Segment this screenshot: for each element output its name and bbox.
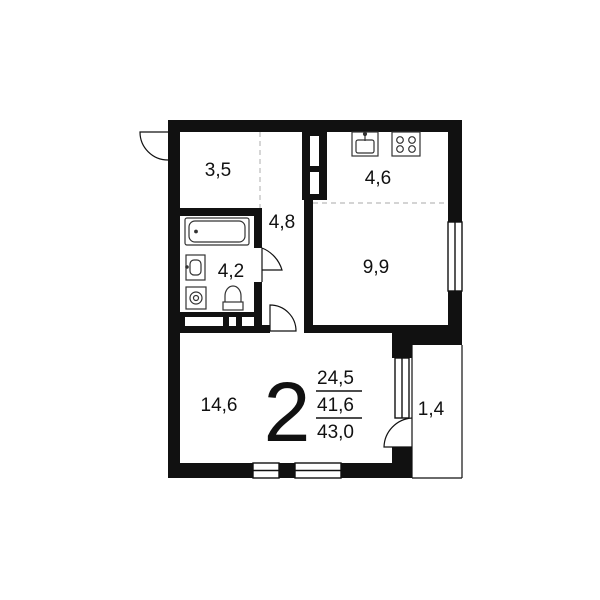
hall-area-label: 3,5 — [205, 160, 231, 181]
bath-right-wall-lower — [254, 282, 262, 332]
entrance-door — [139, 131, 169, 161]
total-area: 41,6 — [317, 395, 354, 416]
bath-right-wall-upper — [254, 208, 262, 248]
sink-icon — [351, 131, 379, 157]
toilet-icon — [222, 285, 244, 311]
fixtures — [184, 131, 421, 311]
living-area-label: 14,6 — [201, 395, 238, 416]
bottom-wall-mid — [279, 463, 295, 478]
balcony-divider — [392, 333, 412, 358]
bath-bottom-cut-3 — [242, 317, 254, 326]
zone-dividers — [259, 132, 448, 208]
balcony-door — [383, 417, 413, 448]
balcony-divider-low — [392, 447, 412, 478]
living-area-total: 24,5 — [317, 368, 354, 389]
bedroom-left-wall — [304, 200, 313, 333]
bathroom-area-label: 4,2 — [218, 261, 244, 282]
total-with-balcony: 43,0 — [317, 422, 354, 443]
right-wall-lower — [448, 291, 462, 333]
top-wall — [168, 120, 462, 132]
bathtub-icon — [184, 217, 250, 246]
corridor-bottom-wall — [180, 325, 270, 333]
bath-bottom-cut-2 — [229, 317, 236, 326]
kitchen-area-label: 4,6 — [365, 168, 391, 189]
kitchen-column-cut-1 — [310, 136, 319, 166]
balcony-area-label: 1,4 — [418, 399, 445, 420]
bedroom-bottom-wall — [304, 325, 448, 333]
living-door — [269, 304, 297, 332]
bath-top-wall — [180, 208, 260, 216]
bedroom-area-label: 9,9 — [363, 257, 389, 278]
corridor-area-label: 4,8 — [269, 212, 295, 233]
washbasin-icon — [185, 254, 206, 281]
right-wall-upper — [448, 120, 462, 222]
washing-machine-icon — [185, 286, 207, 310]
room-count: 2 — [264, 365, 311, 459]
left-wall — [168, 120, 180, 478]
summary-block: 2 24,5 41,6 43,0 — [264, 365, 362, 459]
bathroom-door — [261, 247, 283, 282]
room-labels: 3,5 4,8 4,6 4,2 9,9 14,6 1,4 — [201, 160, 445, 420]
stove-icon — [391, 131, 421, 157]
windows — [252, 221, 463, 479]
bottom-wall-left — [168, 463, 253, 478]
doors — [139, 131, 413, 448]
bath-bottom-cut-1 — [185, 317, 223, 326]
kitchen-column-cut-2 — [310, 172, 319, 194]
